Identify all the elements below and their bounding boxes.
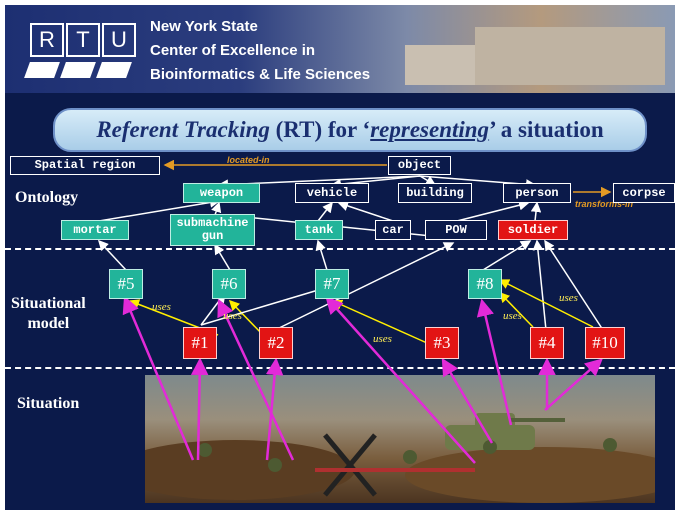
- node-object: object: [388, 156, 451, 175]
- instance-8: #8: [468, 269, 502, 299]
- node-pow: POW: [425, 220, 487, 240]
- section-divider: [5, 367, 675, 369]
- uses-label: uses: [503, 310, 522, 322]
- instance-6: #6: [212, 269, 246, 299]
- slide: R T U New York State Center of Excellenc…: [5, 5, 675, 510]
- section-ontology-label: Ontology: [15, 189, 79, 206]
- node-person: person: [503, 183, 571, 203]
- logo-letter-u: U: [102, 23, 136, 57]
- relation-located-in-label: located-in: [227, 155, 270, 165]
- node-mortar: mortar: [61, 220, 129, 240]
- node-submachine-gun: submachine gun: [170, 214, 255, 246]
- relation-links: [97, 159, 612, 464]
- node-building: building: [398, 183, 472, 203]
- relation-transforms-in-label: transforms-in: [575, 199, 634, 209]
- node-corpse: corpse: [613, 183, 675, 203]
- title-mid: (RT) for ‘: [269, 117, 371, 142]
- header-banner: R T U New York State Center of Excellenc…: [5, 5, 675, 93]
- instance-2: #2: [259, 327, 293, 359]
- banner-line-1: New York State: [150, 18, 258, 35]
- node-car: car: [375, 220, 411, 240]
- uses-label: uses: [373, 333, 392, 345]
- node-vehicle: vehicle: [295, 183, 369, 203]
- node-tank: tank: [295, 220, 343, 240]
- logo-letter-r: R: [30, 23, 64, 57]
- building-photo-2: [475, 27, 665, 85]
- instance-7: #7: [315, 269, 349, 299]
- instance-10: #10: [585, 327, 625, 359]
- uses-label: uses: [559, 292, 578, 304]
- section-situation-label: Situation: [17, 395, 80, 412]
- node-soldier: soldier: [498, 220, 568, 240]
- banner-line-3: Bioinformatics & Life Sciences: [150, 66, 371, 83]
- title-representing: representing: [370, 117, 490, 142]
- banner-line-2: Center of Excellence in: [150, 42, 316, 59]
- battle-scene-photo: [115, 375, 675, 503]
- uses-label: uses: [223, 310, 242, 322]
- title-end: ’ a situation: [489, 117, 604, 142]
- instance-4: #4: [530, 327, 564, 359]
- instance-1: #1: [183, 327, 217, 359]
- logo-letter-t: T: [66, 23, 100, 57]
- slide-title: Referent Tracking (RT) for ‘representing…: [53, 108, 647, 152]
- uses-label: uses: [152, 301, 171, 313]
- instance-5: #5: [109, 269, 143, 299]
- section-divider: [5, 248, 675, 250]
- node-spatial-region: Spatial region: [10, 156, 160, 175]
- title-referent-tracking: Referent Tracking: [96, 117, 270, 142]
- node-weapon: weapon: [183, 183, 260, 203]
- instance-3: #3: [425, 327, 459, 359]
